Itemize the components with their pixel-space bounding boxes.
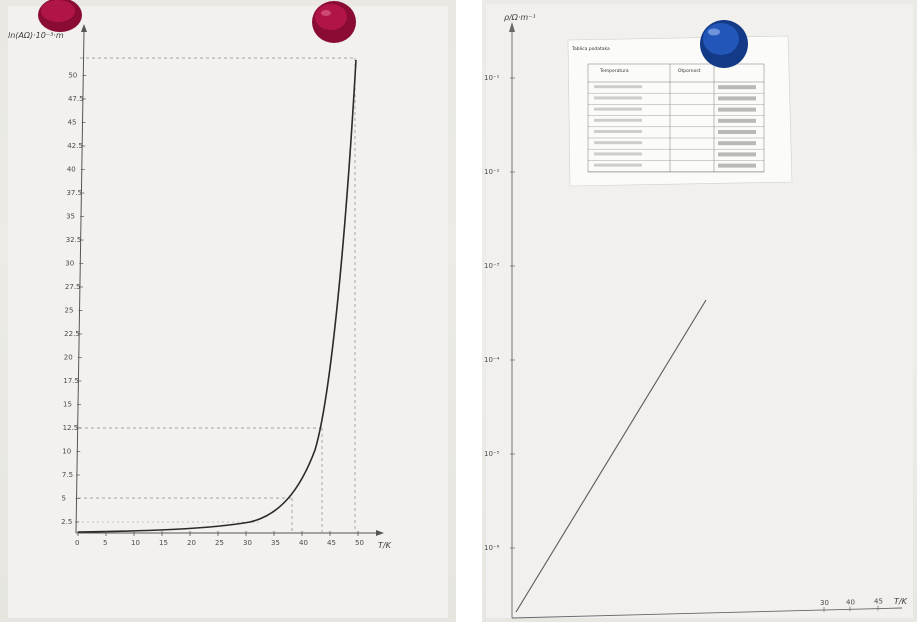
y-tick-label: 50 — [68, 72, 77, 80]
y-tick-label: 45 — [68, 119, 77, 127]
x-tick-label: 10 — [131, 539, 140, 547]
x-tick-label: 50 — [355, 539, 364, 547]
magnet-left-1-highlight — [41, 0, 75, 22]
table-cell-label — [594, 107, 642, 111]
table-cell-value — [718, 152, 756, 157]
table-header-1: Temperatura — [599, 68, 629, 74]
x-axis-arrow — [376, 530, 384, 536]
table-cell-label — [594, 141, 642, 145]
y-axis-arrow — [81, 24, 87, 32]
y-tick-label: 47.5 — [68, 95, 84, 103]
table-header-2: Otpornost — [678, 68, 701, 74]
y-tick-label: 7.5 — [62, 471, 73, 479]
y-tick-label: 2.5 — [61, 518, 72, 526]
y-tick-label: 5 — [62, 495, 66, 503]
table-cell-label — [594, 118, 642, 122]
y-axis-arrow — [509, 22, 515, 32]
table-cell-value — [718, 118, 756, 123]
y-tick-label: 10 — [62, 448, 71, 456]
table-cell-value — [718, 141, 756, 146]
x-tick-label: 30 — [243, 539, 252, 547]
paper-sheet — [8, 6, 448, 618]
x-axis-label: T/K — [894, 597, 908, 606]
x-tick-group: 0 5 10 15 20 25 30 35 40 45 50 — [75, 531, 364, 547]
y-tick-label: 32.5 — [66, 236, 82, 244]
x-tick-label: 40 — [846, 598, 855, 606]
table-title: Tablica podataka — [571, 46, 610, 52]
data-table-sheet: Tablica podataka Temperatura Otpornost — [567, 35, 793, 187]
table-cell-label — [594, 85, 642, 89]
y-tick-label: 22.5 — [64, 330, 80, 338]
magnet-left-2-highlight — [315, 4, 347, 30]
x-tick-group: 30 40 45 — [820, 598, 883, 612]
x-tick-label: 40 — [299, 539, 308, 547]
x-tick-label: 35 — [271, 539, 280, 547]
y-tick-group: 10⁻⁶ 10⁻⁵ 10⁻⁴ 10⁻³ 10⁻² 10⁻¹ — [484, 74, 515, 552]
y-tick-label: 17.5 — [63, 377, 79, 385]
x-axis — [511, 607, 903, 619]
x-tick-label: 15 — [159, 539, 168, 547]
magnet-right-shine — [708, 28, 720, 36]
y-tick-label: 27.5 — [65, 283, 81, 291]
x-tick-label: 30 — [820, 599, 829, 607]
exponential-curve — [77, 59, 357, 533]
x-tick-label: 20 — [187, 539, 196, 547]
table-cell-label — [594, 96, 642, 100]
y-axis-label: ln(AΩ)·10⁻³·m — [8, 31, 64, 40]
y-tick-label: 10⁻⁵ — [484, 450, 500, 458]
table-cell-value — [718, 85, 756, 90]
y-tick-label: 10⁻⁶ — [484, 544, 500, 552]
magnet-left-2-shine — [321, 10, 331, 16]
left-graph-paper: 0 5 10 15 20 25 30 35 40 45 50 2.5 5 7.5 10 12.5 15 17.5… — [8, 0, 448, 618]
y-tick-label: 42.5 — [67, 142, 83, 150]
y-tick-label: 10⁻⁴ — [484, 356, 500, 364]
y-tick-label: 10⁻³ — [484, 262, 500, 270]
y-tick-label: 10⁻² — [484, 168, 500, 176]
table-cell-value — [718, 163, 756, 168]
y-tick-label: 40 — [67, 166, 76, 174]
table-cell-label — [594, 163, 642, 167]
y-tick-label: 37.5 — [66, 189, 82, 197]
y-tick-label: 25 — [65, 307, 74, 315]
x-tick-label: 5 — [103, 539, 107, 547]
table-cell-label — [594, 152, 642, 156]
left-photo: 0 5 10 15 20 25 30 35 40 45 50 2.5 5 7.5 10 12.5 15 17.5… — [0, 0, 456, 622]
x-tick-label: 45 — [874, 598, 883, 606]
y-axis — [75, 29, 85, 534]
x-tick-label: 45 — [327, 539, 336, 547]
y-tick-label: 30 — [65, 260, 74, 268]
table-cell-value — [718, 130, 756, 134]
y-tick-label: 20 — [64, 354, 73, 362]
x-tick-label: 25 — [215, 539, 224, 547]
table-cell-label — [594, 130, 642, 133]
y-tick-label: 12.5 — [63, 424, 79, 432]
y-tick-label: 15 — [63, 401, 72, 409]
x-axis-label: T/K — [378, 541, 392, 550]
y-tick-group: 2.5 5 7.5 10 12.5 15 17.5 20 22.5 25 27.5 30 32.5 35 3… — [61, 72, 87, 526]
y-axis-label: ρ/Ω·m⁻¹ — [504, 13, 536, 22]
linear-fit-line — [515, 299, 707, 613]
table-cell-value — [718, 96, 756, 101]
magnet-right-highlight — [703, 23, 739, 55]
y-tick-label: 10⁻¹ — [484, 74, 500, 82]
table-cell-value — [718, 107, 756, 112]
x-tick-label: 0 — [75, 539, 79, 547]
y-tick-label: 35 — [66, 213, 75, 221]
